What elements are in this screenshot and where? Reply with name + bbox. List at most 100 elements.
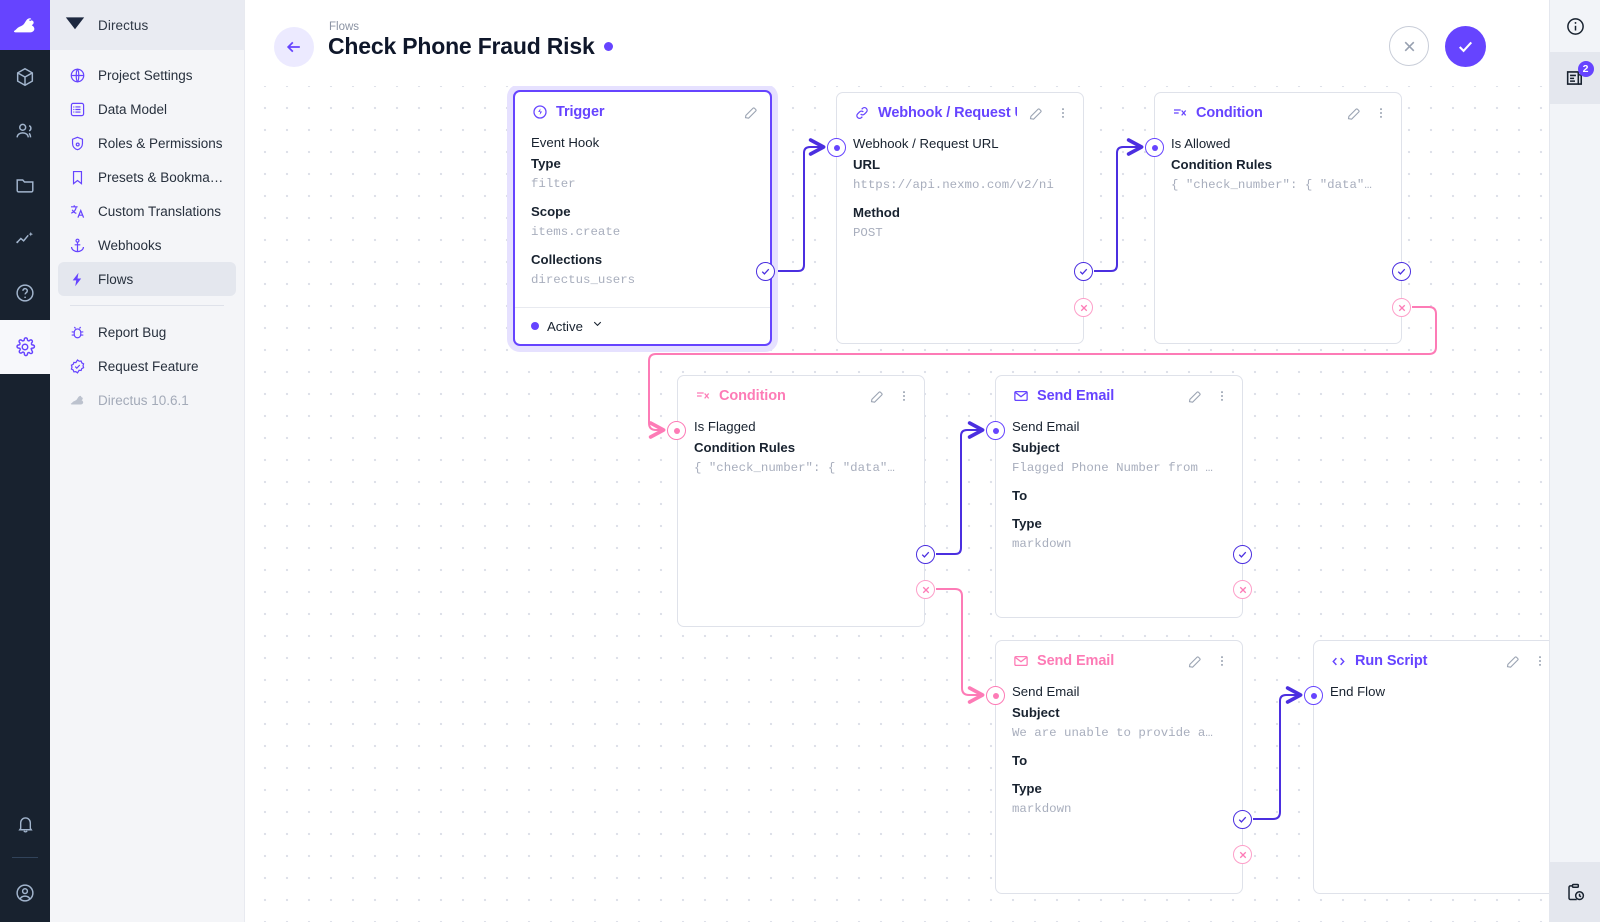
right-sidebar: 2 [1549, 0, 1600, 922]
node-title: Trigger [556, 104, 605, 120]
edit-pencil-icon[interactable] [740, 102, 760, 122]
sidebar-item-webhooks[interactable]: Webhooks [58, 228, 236, 262]
edit-pencil-icon[interactable] [1343, 103, 1363, 123]
sidebar-version: Directus 10.6.1 [58, 383, 236, 417]
notifications-bell-icon[interactable] [0, 797, 50, 851]
node-body: End Flow [1314, 681, 1549, 712]
more-options-icon[interactable] [1212, 386, 1232, 406]
code-brackets-icon [1330, 653, 1347, 670]
node-subtitle: Is Flagged [694, 419, 756, 434]
field-label: Condition Rules [1171, 157, 1273, 172]
shield-key-icon [68, 134, 87, 153]
port-condition-flagged-resolve[interactable] [916, 545, 935, 564]
field-value: https://api.nexmo.com/v2/ni [853, 178, 1054, 192]
globe-icon [68, 66, 87, 85]
port-webhook-resolve[interactable] [1074, 262, 1093, 281]
port-trigger-resolve[interactable] [756, 262, 775, 281]
port-send-email-unable-input[interactable] [986, 686, 1005, 705]
flow-node-trigger[interactable]: Trigger Event Hook Type filter Scope ite… [513, 90, 772, 346]
node-header: Condition [678, 376, 924, 416]
link-icon [853, 105, 870, 122]
flow-node-send-email-unable[interactable]: Send Email Send Email Subject We are una… [995, 640, 1243, 894]
module-rail [0, 0, 50, 922]
port-send-email-flagged-input[interactable] [986, 421, 1005, 440]
bookmark-icon [68, 168, 87, 187]
edit-pencil-icon[interactable] [1502, 651, 1522, 671]
port-run-script-input[interactable] [1304, 686, 1323, 705]
cancel-button[interactable] [1389, 26, 1429, 66]
save-button[interactable] [1445, 26, 1486, 67]
sidebar-item-request-feature[interactable]: Request Feature [58, 349, 236, 383]
module-insights[interactable] [0, 212, 50, 266]
port-send-email-flagged-reject[interactable] [1233, 580, 1252, 599]
sidebar-item-label: Roles & Permissions [98, 135, 223, 151]
port-webhook-input[interactable] [827, 138, 846, 157]
edit-pencil-icon[interactable] [1184, 651, 1204, 671]
field-label: Type [1012, 516, 1042, 531]
field-label: To [1012, 753, 1028, 768]
trigger-status-dropdown[interactable]: Active [515, 307, 770, 344]
info-circle-icon[interactable] [1550, 0, 1600, 52]
sidebar-item-label: Request Feature [98, 358, 199, 374]
module-settings[interactable] [0, 320, 50, 374]
edit-pencil-icon[interactable] [1025, 103, 1045, 123]
port-condition-allowed-input[interactable] [1145, 138, 1164, 157]
sidebar-item-presets-bookmarks[interactable]: Presets & Bookmar… [58, 160, 236, 194]
rabbit-logo-icon[interactable] [0, 0, 50, 50]
more-options-icon[interactable] [1212, 651, 1232, 671]
chevron-down-icon [591, 317, 604, 335]
status-badge [603, 42, 613, 51]
flow-node-condition-allowed[interactable]: Condition Is Allowed Condition Rules { "… [1154, 92, 1402, 344]
node-subtitle: Send Email [1012, 684, 1080, 699]
port-webhook-reject[interactable] [1074, 298, 1093, 317]
trigger-bolt-circle-icon [531, 104, 548, 121]
port-condition-allowed-resolve[interactable] [1392, 262, 1411, 281]
sidebar-item-project-settings[interactable]: Project Settings [58, 58, 236, 92]
edit-pencil-icon[interactable] [866, 386, 886, 406]
bug-icon [68, 323, 87, 342]
field-label: Scope [531, 204, 571, 219]
port-condition-allowed-reject[interactable] [1392, 298, 1411, 317]
sidebar-item-custom-translations[interactable]: Custom Translations [58, 194, 236, 228]
back-button[interactable] [274, 27, 314, 67]
sidebar-item-roles-permissions[interactable]: Roles & Permissions [58, 126, 236, 160]
port-condition-flagged-reject[interactable] [916, 580, 935, 599]
module-users[interactable] [0, 104, 50, 158]
flow-logs-button[interactable]: 2 [1549, 52, 1600, 104]
port-send-email-flagged-resolve[interactable] [1233, 545, 1252, 564]
sidebar-item-data-model[interactable]: Data Model [58, 92, 236, 126]
module-files[interactable] [0, 158, 50, 212]
flow-node-send-email-flagged[interactable]: Send Email Send Email Subject Flagged Ph… [995, 375, 1243, 618]
sidebar-item-flows[interactable]: Flows [58, 262, 236, 296]
module-content[interactable] [0, 50, 50, 104]
flow-edges [648, 138, 1437, 820]
account-circle-icon[interactable] [0, 864, 50, 922]
node-header: Send Email [996, 641, 1242, 681]
translate-icon [68, 202, 87, 221]
port-send-email-unable-resolve[interactable] [1233, 810, 1252, 829]
activity-history-button[interactable] [1549, 862, 1600, 922]
flow-node-webhook[interactable]: Webhook / Request U Webhook / Request UR… [836, 92, 1084, 344]
sidebar-header[interactable]: Directus [50, 0, 244, 50]
more-options-icon[interactable] [1530, 651, 1549, 671]
flow-node-condition-flagged[interactable]: Condition Is Flagged Condition Rules { "… [677, 375, 925, 627]
module-help[interactable] [0, 266, 50, 320]
breadcrumb[interactable]: Flows [329, 21, 360, 33]
field-label: To [1012, 488, 1028, 503]
port-condition-flagged-input[interactable] [667, 421, 686, 440]
more-options-icon[interactable] [1371, 103, 1391, 123]
flow-node-run-script[interactable]: Run Script End Flow [1313, 640, 1549, 894]
sidebar-item-label: Custom Translations [98, 203, 222, 219]
field-value: markdown [1012, 802, 1072, 816]
node-header: Webhook / Request U [837, 93, 1083, 133]
status-label: Active [547, 318, 583, 334]
condition-rules-icon [694, 388, 711, 405]
edit-pencil-icon[interactable] [1184, 386, 1204, 406]
more-options-icon[interactable] [894, 386, 914, 406]
more-options-icon[interactable] [1053, 103, 1073, 123]
sidebar-header-title: Directus [98, 17, 149, 33]
port-send-email-unable-reject[interactable] [1233, 845, 1252, 864]
rail-divider [12, 857, 38, 858]
sidebar-item-label: Presets & Bookmar… [98, 169, 226, 185]
sidebar-item-report-bug[interactable]: Report Bug [58, 315, 236, 349]
